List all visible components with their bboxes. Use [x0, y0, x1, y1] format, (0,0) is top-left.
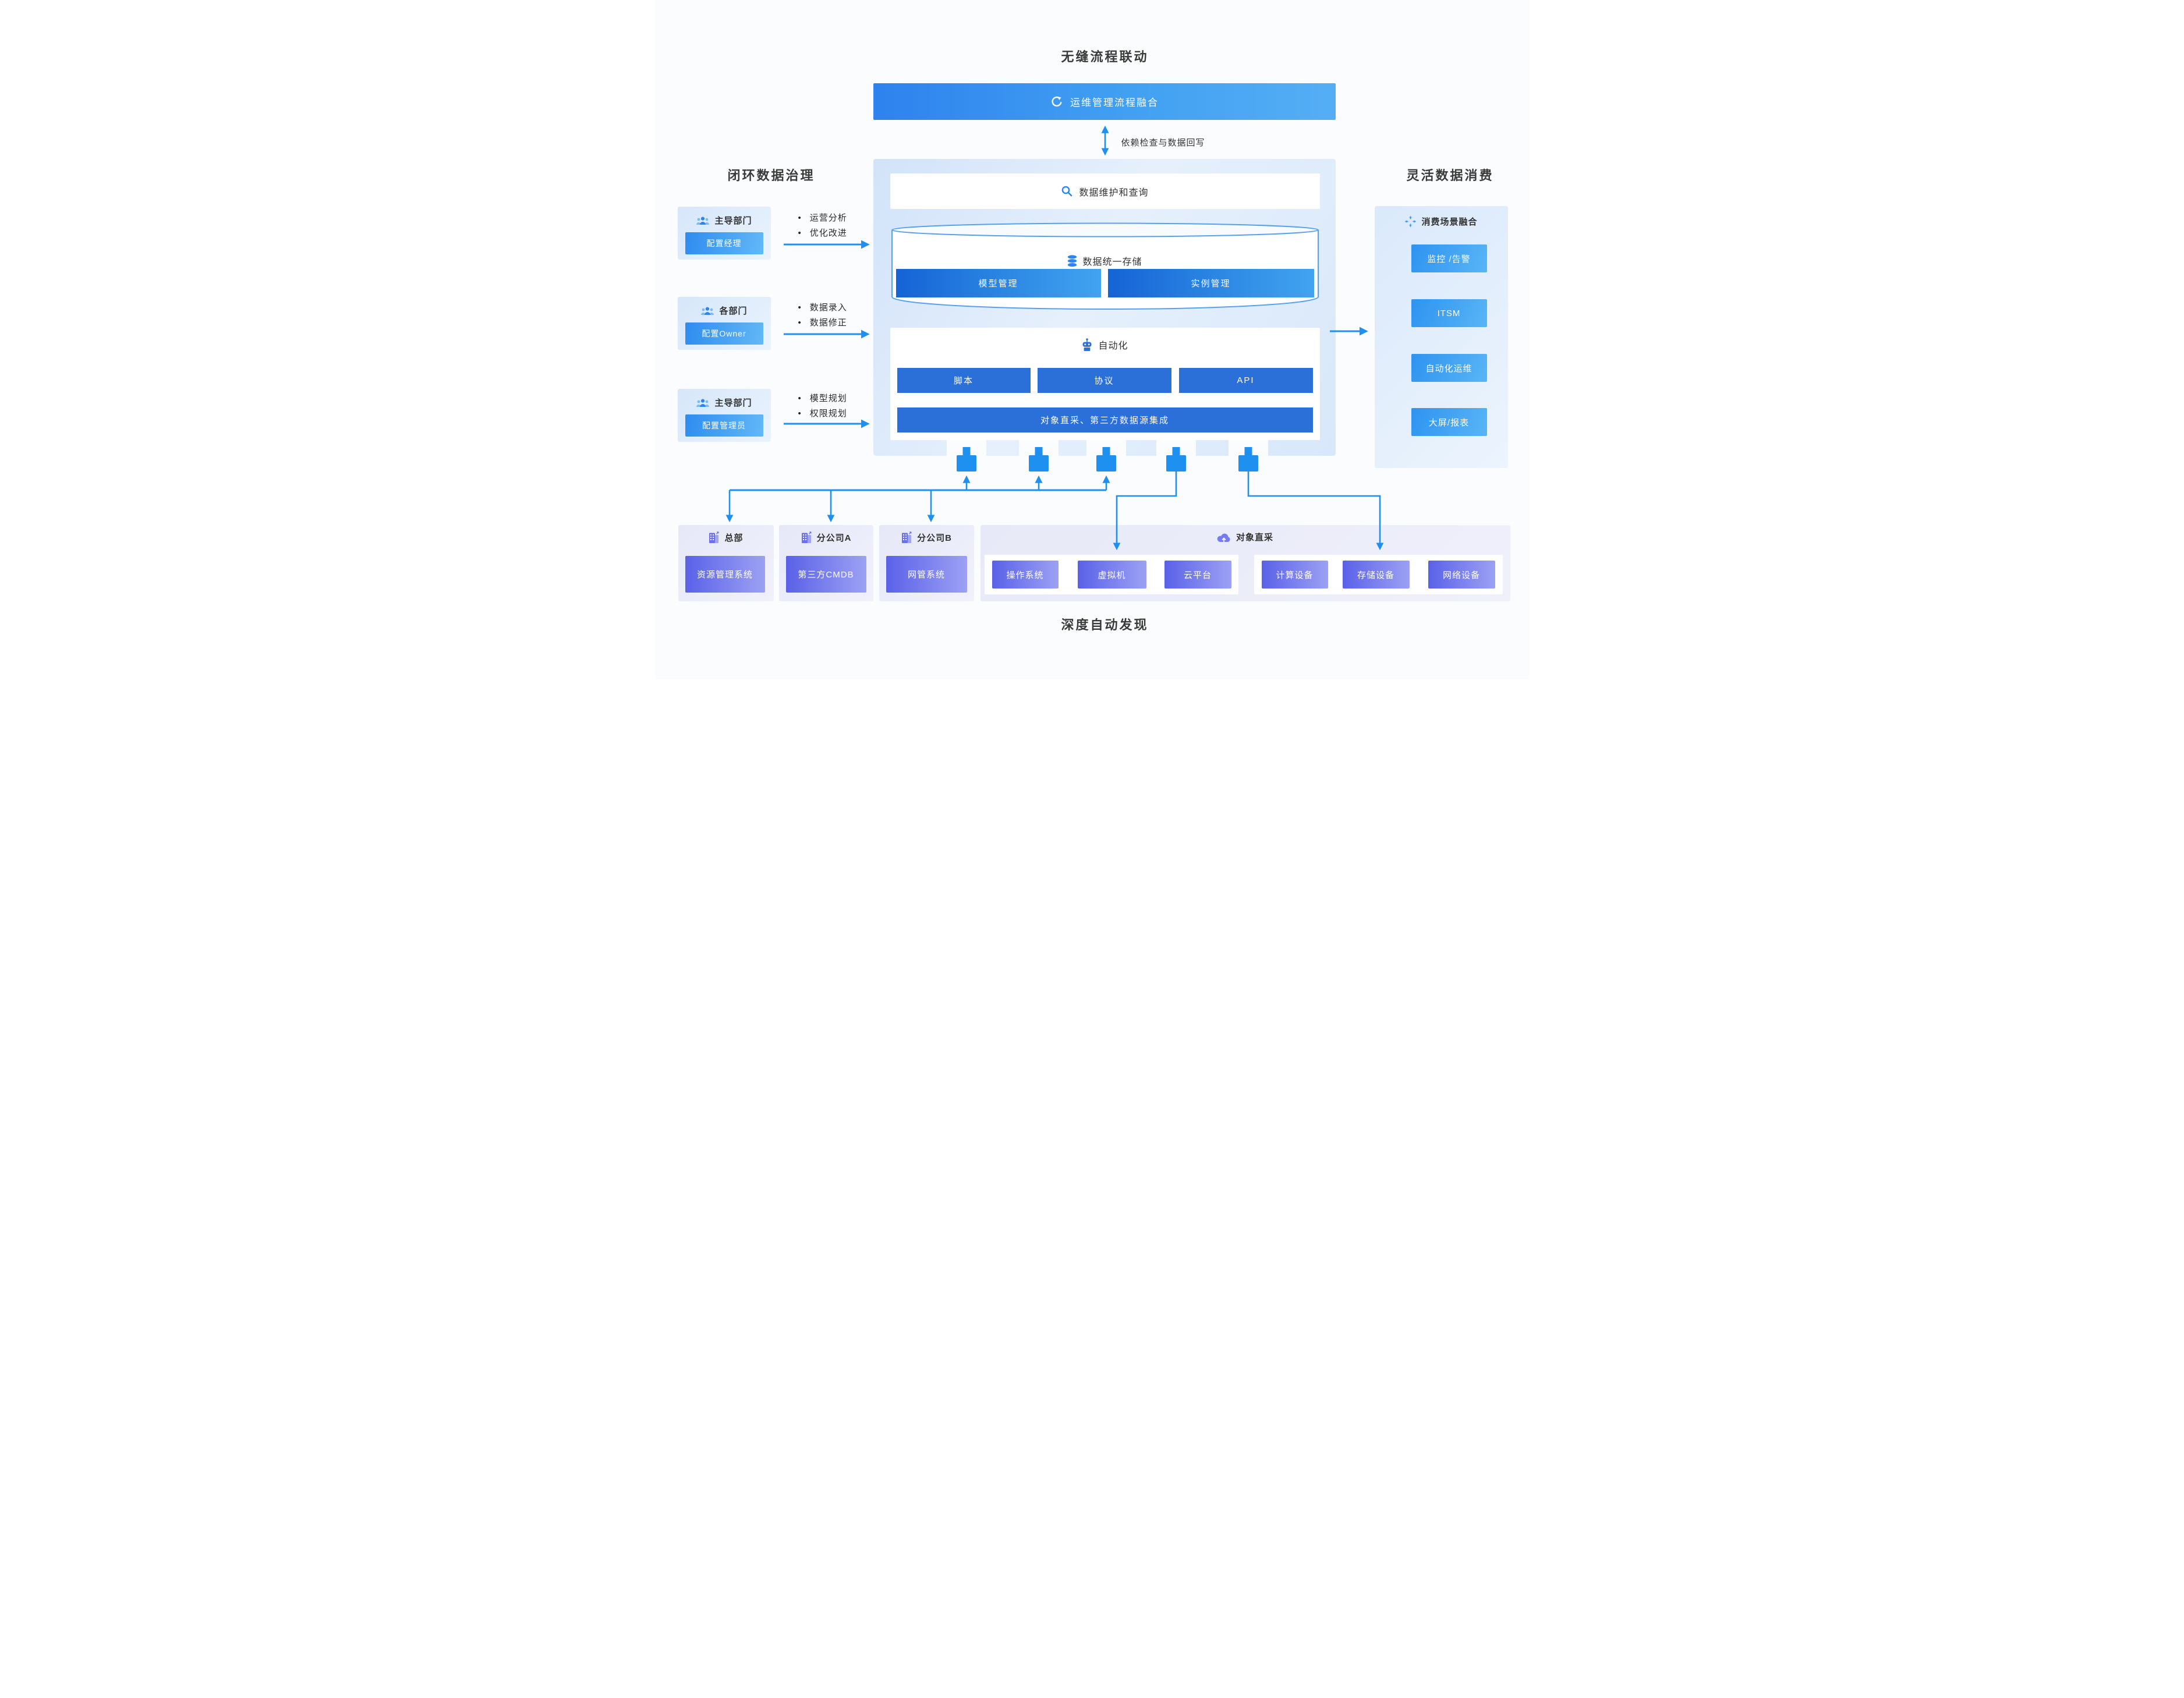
title-seamless-process: 无缝流程联动 — [1061, 49, 1149, 64]
banner-label: 运维管理流程融合 — [1070, 97, 1159, 108]
dept-title: 主导部门 — [714, 216, 752, 226]
consume-monitoring-alert: 监控 /告警 — [1411, 244, 1487, 272]
script-bar: 脚本 — [897, 368, 1031, 393]
role-config-admin: 配置管理员 — [685, 414, 763, 437]
sync-icon — [1050, 95, 1064, 109]
protocol-bar: 协议 — [1037, 368, 1171, 393]
direct-collection-label: 对象直采 — [1236, 533, 1273, 543]
bullet-text: 模型规划 — [809, 394, 847, 403]
building-icon — [801, 531, 812, 544]
role-config-manager: 配置经理 — [685, 232, 763, 254]
api-bar: API — [1178, 368, 1313, 393]
title-flexible-consumption: 灵活数据消费 — [1406, 168, 1494, 183]
bullet-text: 数据录入 — [809, 303, 847, 313]
direct-collection-header: 对象直采 — [981, 531, 1510, 543]
users-icon — [700, 306, 714, 316]
architecture-diagram: 无缝流程联动 闭环数据治理 灵活数据消费 深度自动发现 运维管理流程融合 依赖检… — [655, 0, 1529, 679]
automation-header: 自动化 — [890, 338, 1320, 352]
unified-storage-label: 数据统一存储 — [1082, 257, 1142, 267]
bullet-text: 数据修正 — [809, 318, 847, 328]
data-maintenance-label: 数据维护和查询 — [1079, 187, 1149, 198]
bullet-list-3: 模型规划 权限规划 — [798, 391, 847, 421]
bullet-item: 运营分析 — [798, 211, 847, 226]
consume-dashboard-report: 大屏/报表 — [1411, 408, 1487, 436]
automation-label: 自动化 — [1098, 341, 1128, 351]
users-icon — [696, 398, 710, 407]
bullet-item: 数据修正 — [798, 316, 847, 331]
bullet-text: 权限规划 — [809, 409, 847, 419]
target-os: 操作系统 — [992, 561, 1059, 589]
move-arrows-icon — [1404, 215, 1417, 228]
building-icon — [708, 531, 720, 544]
data-maintenance-box: 数据维护和查询 — [890, 173, 1320, 209]
dept-title: 各部门 — [719, 306, 748, 316]
model-management-bar: 模型管理 — [895, 269, 1101, 297]
bullet-item: 数据录入 — [798, 300, 847, 316]
title-deep-discovery: 深度自动发现 — [1061, 618, 1149, 632]
search-icon — [1061, 185, 1073, 197]
robot-icon — [1081, 338, 1093, 351]
role-config-owner: 配置Owner — [685, 322, 763, 345]
bullet-list-1: 运营分析 优化改进 — [798, 211, 847, 241]
database-icon — [1067, 254, 1077, 267]
system-network-mgmt: 网管系统 — [886, 556, 967, 593]
target-storage-device: 存储设备 — [1342, 561, 1410, 589]
process-fusion-banner: 运维管理流程融合 — [873, 83, 1336, 120]
building-icon — [901, 531, 912, 544]
target-vm: 虚拟机 — [1077, 561, 1146, 589]
bullet-list-2: 数据录入 数据修正 — [798, 300, 847, 331]
target-compute-device: 计算设备 — [1261, 561, 1328, 589]
unified-storage-header: 数据统一存储 — [890, 254, 1320, 268]
org-title: 总部 — [724, 533, 744, 543]
bullet-text: 优化改进 — [809, 228, 847, 238]
org-title: 分公司B — [917, 533, 952, 543]
bullet-item: 优化改进 — [798, 226, 847, 241]
consume-itsm: ITSM — [1411, 299, 1487, 327]
title-closed-loop-governance: 闭环数据治理 — [727, 168, 815, 183]
consumption-header: 消费场景融合 — [1375, 215, 1508, 228]
users-icon — [696, 216, 710, 225]
bullet-item: 模型规划 — [798, 391, 847, 406]
org-title: 分公司A — [816, 533, 852, 543]
system-resource-mgmt: 资源管理系统 — [685, 556, 765, 593]
integration-bar: 对象直采、第三方数据源集成 — [897, 407, 1313, 433]
dependency-writeback-label: 依赖检查与数据回写 — [1121, 138, 1205, 148]
target-cloud-platform: 云平台 — [1164, 561, 1231, 589]
bullet-item: 权限规划 — [798, 406, 847, 421]
system-third-party-cmdb: 第三方CMDB — [785, 556, 866, 593]
consumption-label: 消费场景融合 — [1421, 217, 1478, 227]
instance-management-bar: 实例管理 — [1107, 269, 1314, 297]
dept-title: 主导部门 — [714, 398, 752, 408]
bullet-text: 运营分析 — [809, 213, 847, 223]
target-network-device: 网络设备 — [1428, 561, 1495, 589]
cloud-upload-icon — [1217, 531, 1231, 543]
consume-automation-ops: 自动化运维 — [1411, 354, 1487, 382]
